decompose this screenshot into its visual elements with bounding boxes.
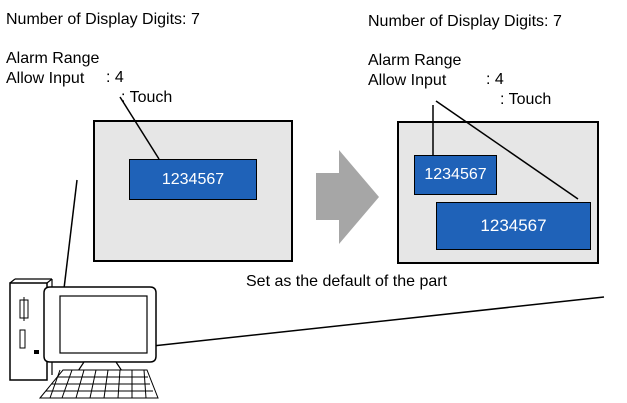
left-numeric-display: 1234567 [129,159,257,200]
right-input-label: Allow Input [368,72,447,89]
keyboard-icon [38,369,159,399]
right-digits-text: Number of Display Digits: 7 [368,13,562,30]
left-digits-text: Number of Display Digits: 7 [6,11,200,28]
transfer-arrow [316,150,379,244]
left-alarm-row: Alarm Range : 4 [6,30,206,87]
pc-leader-line [62,179,78,298]
right-input-row: Allow Input : Touch [368,52,588,109]
left-leader-line [119,96,160,160]
pc-bottom-line [133,296,605,349]
right-alarm-row: Alarm Range : 4 [368,32,588,89]
left-input-label: Allow Input [6,70,85,87]
right-alarm-label: Alarm Range [368,52,462,69]
left-input-value: : Touch [121,89,173,106]
left-screen-panel [93,120,293,262]
right-leader-line-b [435,100,579,200]
right-numeric-display-small: 1234567 [414,155,497,195]
left-alarm-label: Alarm Range [6,50,100,67]
computer-monitor-icon [43,286,157,372]
left-input-row: Allow Input : Touch [6,50,206,107]
left-alarm-value: : 4 [106,69,124,86]
right-alarm-value: : 4 [486,71,504,88]
caption-text: Set as the default of the part [246,273,448,290]
right-numeric-display-large: 1234567 [436,202,591,250]
right-input-value: : Touch [500,91,552,108]
